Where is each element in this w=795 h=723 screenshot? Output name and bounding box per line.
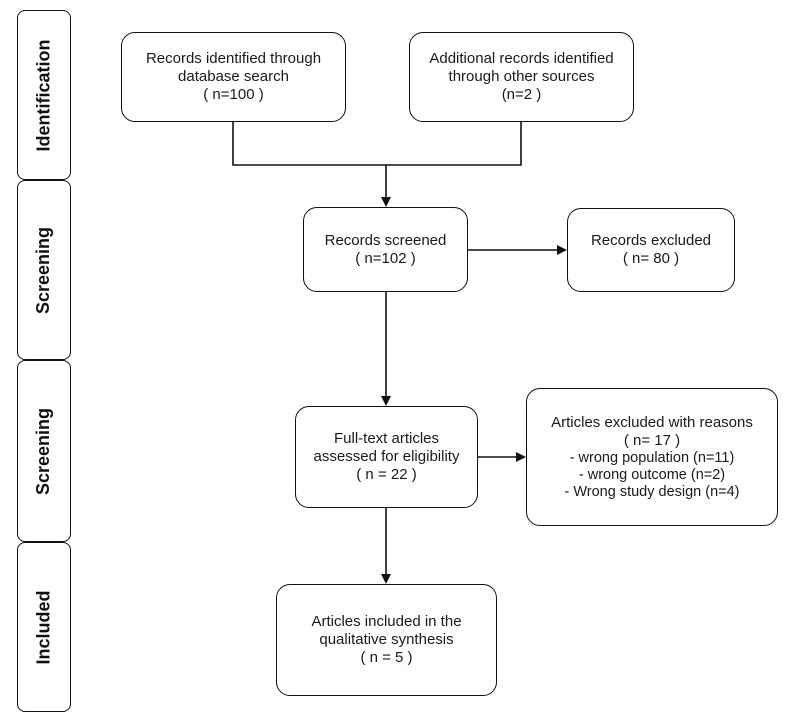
excluded-count: ( n= 80 ) [622,250,680,267]
phase-identification: Identification [17,10,71,180]
other-sources-line2: through other sources [448,68,595,85]
database-line1: Records identified through [145,50,322,67]
merge-connector [232,122,522,166]
box-records-excluded: Records excluded ( n= 80 ) [567,208,735,292]
phase-screening-2-label: Screening [33,407,54,495]
reason-wrong-study-design: - Wrong study design (n=4) [564,483,740,500]
fulltext-count: ( n = 22 ) [356,466,417,483]
other-sources-line1: Additional records identified [429,50,614,67]
included-count: ( n = 5 ) [360,649,413,666]
box-other-sources: Additional records identified through ot… [409,32,634,122]
box-articles-included: Articles included in the qualitative syn… [276,584,497,696]
box-records-screened: Records screened ( n=102 ) [303,207,468,292]
excluded-reasons-title: Articles excluded with reasons [551,413,753,431]
phase-screening-2: Screening [17,360,71,542]
included-line1: Articles included in the [311,613,462,630]
database-line2: database search [178,68,289,85]
database-count: ( n=100 ) [203,86,264,103]
box-fulltext-assessed: Full-text articles assessed for eligibil… [295,406,478,508]
reason-wrong-population: - wrong population (n=11) [569,449,735,466]
fulltext-line2: assessed for eligibility [313,448,460,465]
phase-included-label: Included [33,589,54,665]
phase-included: Included [17,542,71,712]
phase-screening-1: Screening [17,180,71,360]
box-excluded-with-reasons: Articles excluded with reasons ( n= 17 )… [526,388,778,526]
phase-identification-label: Identification [33,39,54,151]
box-database-search: Records identified through database sear… [121,32,346,122]
included-line2: qualitative synthesis [319,631,454,648]
phase-screening-1-label: Screening [33,226,54,314]
other-sources-count: (n=2 ) [501,86,542,103]
fulltext-line1: Full-text articles [333,430,440,447]
screened-count: ( n=102 ) [355,249,416,267]
reason-wrong-outcome: - wrong outcome (n=2) [578,466,726,483]
screened-line1: Records screened [324,231,447,249]
excluded-line1: Records excluded [590,232,712,249]
excluded-reasons-count: ( n= 17 ) [623,431,681,449]
